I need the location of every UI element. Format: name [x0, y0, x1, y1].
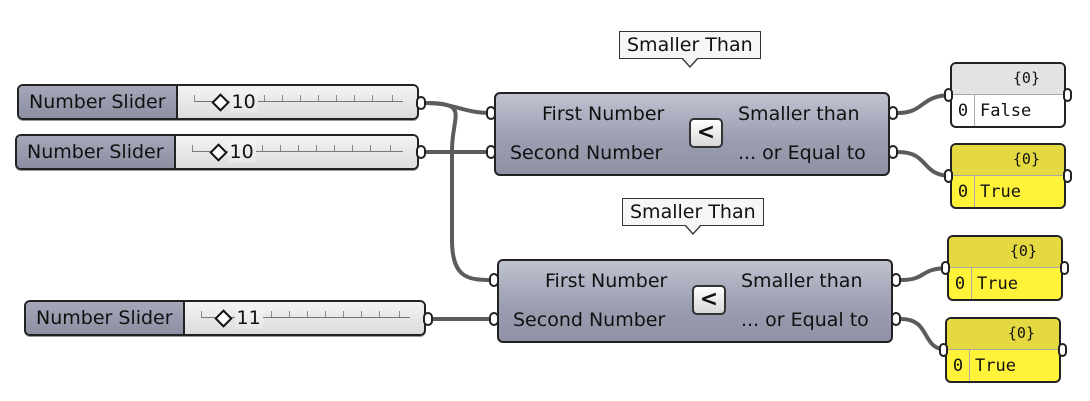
panel-1[interactable]: {0} 0 False	[950, 62, 1066, 128]
wire-slider1-to-comp2-first	[424, 101, 496, 282]
comp2-input-port-a[interactable]	[489, 273, 499, 287]
less-than-icon: <	[692, 285, 726, 315]
slider-track[interactable]: 10	[177, 86, 417, 118]
slider-track[interactable]: 11	[184, 302, 424, 334]
output-or-equal-to[interactable]: ... or Equal to	[741, 309, 869, 331]
number-slider-1[interactable]: Number Slider 10	[17, 84, 419, 120]
comp2-output-port-b[interactable]	[891, 312, 901, 326]
panel-value: True	[977, 274, 1018, 294]
panel-path: {0}	[1012, 150, 1040, 168]
panel-2-input-port[interactable]	[944, 169, 953, 183]
panel-index: 0	[952, 94, 975, 126]
slider-value: 11	[234, 307, 263, 329]
output-or-equal-to[interactable]: ... or Equal to	[738, 142, 866, 164]
wire-comp1-equal-to-panel2	[896, 150, 954, 178]
slider-label: Number Slider	[17, 136, 176, 168]
panel-path: {0}	[1007, 324, 1035, 342]
panel-3[interactable]: {0} 0 True	[947, 235, 1063, 301]
less-than-icon: <	[689, 118, 723, 148]
panel-path: {0}	[1009, 242, 1037, 260]
component-tooltip-2: Smaller Than	[622, 198, 764, 235]
panel-index: 0	[949, 267, 972, 299]
panel-3-output-port[interactable]	[1060, 261, 1069, 275]
number-slider-3[interactable]: Number Slider 11	[24, 300, 426, 336]
comp1-input-port-a[interactable]	[486, 106, 496, 120]
slider-track[interactable]: 10	[175, 136, 417, 168]
slider-1-output-port[interactable]	[416, 96, 426, 110]
slider-value: 10	[227, 141, 256, 163]
input-second-number[interactable]: Second Number	[510, 142, 663, 164]
panel-4-output-port[interactable]	[1058, 343, 1067, 357]
comp1-output-port-b[interactable]	[888, 145, 898, 159]
output-smaller-than[interactable]: Smaller than	[738, 103, 860, 125]
slider-handle[interactable]	[210, 93, 230, 112]
panel-value: True	[980, 182, 1021, 202]
slider-label: Number Slider	[26, 302, 185, 334]
slider-handle[interactable]	[208, 143, 228, 162]
comp1-input-port-b[interactable]	[486, 145, 496, 159]
panel-value: True	[975, 356, 1016, 376]
slider-2-output-port[interactable]	[416, 145, 426, 159]
slider-handle[interactable]	[213, 309, 233, 328]
panel-value: False	[980, 101, 1032, 121]
panel-index: 0	[952, 175, 975, 207]
number-slider-2[interactable]: Number Slider 10	[15, 134, 419, 170]
comp2-output-port-a[interactable]	[891, 273, 901, 287]
panel-2-output-port[interactable]	[1063, 169, 1072, 183]
tooltip-text: Smaller Than	[627, 34, 753, 56]
slider-value: 10	[229, 91, 258, 113]
input-second-number[interactable]: Second Number	[513, 309, 666, 331]
panel-index: 0	[947, 349, 970, 381]
output-smaller-than[interactable]: Smaller than	[741, 270, 863, 292]
panel-2[interactable]: {0} 0 True	[950, 143, 1066, 209]
panel-3-input-port[interactable]	[941, 261, 950, 275]
comp2-input-port-b[interactable]	[489, 312, 499, 326]
component-tooltip-1: Smaller Than	[619, 31, 761, 68]
panel-4[interactable]: {0} 0 True	[945, 317, 1061, 383]
slider-3-output-port[interactable]	[423, 312, 433, 326]
input-first-number[interactable]: First Number	[542, 103, 665, 125]
slider-label: Number Slider	[19, 86, 178, 118]
panel-path: {0}	[1012, 69, 1040, 87]
comp1-output-port-a[interactable]	[888, 106, 898, 120]
smaller-than-component-1[interactable]: First Number Second Number Smaller than …	[494, 92, 890, 176]
tooltip-text: Smaller Than	[630, 201, 756, 223]
panel-1-input-port[interactable]	[944, 88, 953, 102]
smaller-than-component-2[interactable]: First Number Second Number Smaller than …	[497, 259, 893, 343]
input-first-number[interactable]: First Number	[545, 270, 668, 292]
panel-1-output-port[interactable]	[1063, 88, 1072, 102]
panel-4-input-port[interactable]	[939, 343, 948, 357]
